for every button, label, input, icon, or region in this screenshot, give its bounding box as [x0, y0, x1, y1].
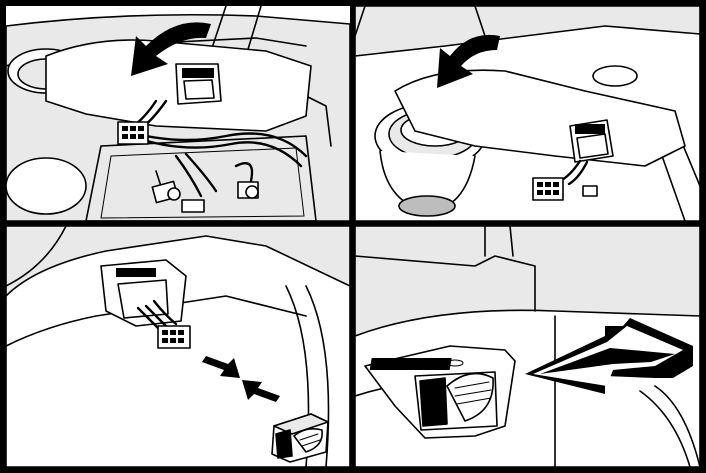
wiring-harness: [124, 99, 308, 198]
connect-arrow-icon: [202, 356, 280, 402]
wire-connector: [117, 121, 149, 145]
panel-step-1: [6, 6, 350, 221]
installed-switch: [364, 345, 516, 439]
panel-3-drawing: [6, 226, 350, 467]
panel-step-4: [355, 226, 700, 467]
panel-2-drawing: [355, 6, 700, 221]
harness-plugs: [151, 180, 259, 213]
insert-arrow-icon: [525, 318, 693, 394]
panel-step-3: [6, 226, 350, 467]
switch-bezel: [100, 259, 187, 327]
switch-bezel: [394, 69, 686, 167]
curved-arrow-icon: [131, 22, 211, 77]
wire-connector: [532, 177, 598, 201]
wire-connector: [157, 325, 191, 349]
rocker-switch: [271, 413, 329, 463]
dash-recess: [85, 135, 317, 221]
wiring-harness: [136, 299, 178, 330]
switch-bezel: [45, 39, 312, 132]
curved-arrow-icon: [437, 34, 500, 88]
panel-4-drawing: [355, 226, 700, 467]
panel-1-drawing: [6, 6, 350, 221]
panel-step-2: [355, 6, 700, 221]
